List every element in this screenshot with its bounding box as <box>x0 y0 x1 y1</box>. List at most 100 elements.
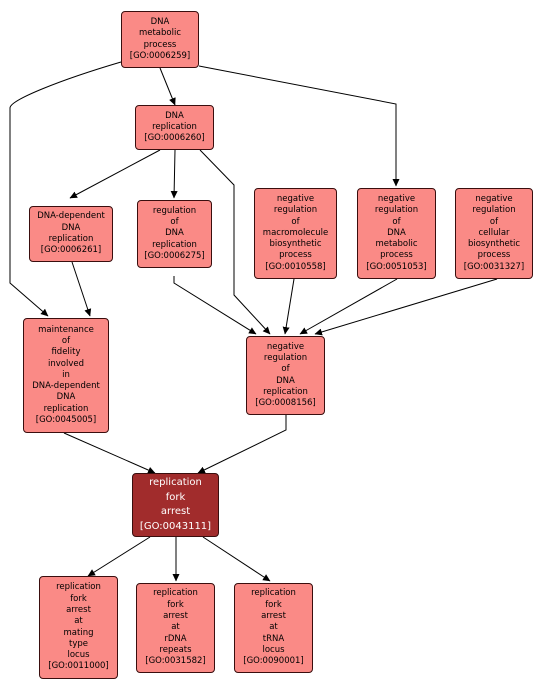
node-label-line: DNA <box>387 227 406 238</box>
edge-dna-metabolic-to-maintenance <box>9 61 122 317</box>
node-label-line: process <box>380 250 413 261</box>
node-label-line: process <box>143 39 177 50</box>
node-label-line: DNA <box>150 16 170 27</box>
node-label-line: of <box>392 216 401 227</box>
node-label-line: in <box>62 369 70 380</box>
node-label-line: [GO:0006261] <box>40 245 102 256</box>
node-label-line: replication <box>56 582 101 593</box>
node-label-line: macromolecule <box>262 227 329 238</box>
node-label-line: process <box>279 250 312 261</box>
node-label-line: at <box>171 622 180 633</box>
node-label-line: [GO:0010558] <box>265 261 326 272</box>
node-label-line: arrest <box>261 611 286 622</box>
node-label-line: of <box>170 217 179 228</box>
edge-cellular-to-neg-reg-replication <box>314 278 498 336</box>
node-label-line: [GO:0031327] <box>463 261 525 272</box>
node-label-line: negative <box>276 193 315 204</box>
node-label-line: regulation <box>374 205 419 216</box>
node-label-line: regulation <box>152 205 197 216</box>
node-label-line: DNA <box>61 222 81 233</box>
node-label-line: DNA <box>276 375 295 386</box>
node-label-line: replication <box>152 121 197 132</box>
node-label-line: DNA <box>165 228 184 239</box>
edge-maintenance-to-replication-fork-arrest <box>63 432 156 474</box>
node-label-line: negative <box>377 193 416 204</box>
node-label-line: locus <box>67 650 90 661</box>
node-label-line: DNA-dependent <box>32 381 100 392</box>
node-label-line: at <box>74 616 83 627</box>
node-label-line: [GO:0006275] <box>144 250 205 261</box>
edge-dna-metabolic-to-neg-reg-dna-metabolic <box>198 65 400 187</box>
node-label-line: [GO:0006260] <box>144 133 205 144</box>
edge-dna-replication-to-regulation <box>170 149 178 199</box>
edge-macromolecule-to-neg-reg-replication <box>282 278 295 335</box>
node-label-line: of <box>489 216 499 227</box>
node-label-line: [GO:0006259] <box>129 50 191 61</box>
edge-dna-replication-to-neg-reg-replication <box>199 149 271 335</box>
node-label-line: repeats <box>159 644 192 655</box>
node-label-line: rDNA <box>164 633 187 644</box>
node-label-line: metabolic <box>138 28 182 39</box>
node-label-line: metabolic <box>375 239 418 250</box>
node-label-line: DNA-dependent <box>37 211 105 222</box>
node-label-line: regulation <box>273 205 318 216</box>
node-label-line: replication <box>48 234 94 244</box>
node-label-line: DNA <box>56 392 76 403</box>
node-label-line: [GO:0051053] <box>366 261 427 272</box>
node-label-line: type <box>69 638 88 649</box>
node-label-line: [GO:0008156] <box>255 398 316 409</box>
node-label-line: biosynthetic <box>269 239 322 250</box>
node-label-line: DNA <box>165 110 184 121</box>
node-label-line: fork <box>70 593 87 604</box>
node-label-line: replication <box>43 403 89 414</box>
edge-neg-reg-dna-metabolic-to-neg-reg-replication <box>299 278 398 335</box>
edge-dna-replication-to-dna-dependent <box>69 149 161 199</box>
node-label-line: replication <box>263 386 308 397</box>
node-label-line: biosynthetic <box>467 239 521 250</box>
node-label-line: [GO:0045005] <box>35 415 97 426</box>
edge-replication-fork-arrest-to-mating-type <box>87 536 151 577</box>
node-label-line: mating <box>63 627 94 638</box>
node-label-line: fidelity <box>51 347 81 358</box>
node-label-line: replication <box>153 588 198 599</box>
node-label-line: arrest <box>160 506 191 517</box>
node-label-line: regulation <box>472 205 516 216</box>
edge-replication-fork-arrest-to-trna <box>202 536 271 582</box>
node-label-line: arrest <box>163 611 188 622</box>
node-label-line: of <box>291 216 300 227</box>
node-label-line: [GO:0043111] <box>139 520 212 532</box>
node-label-line: fork <box>265 599 282 610</box>
edge-neg-reg-replication-to-replication-fork-arrest <box>197 415 287 474</box>
node-label-line: tRNA <box>262 633 285 644</box>
node-label-line: process <box>477 250 511 261</box>
node-label-line: of <box>61 335 71 346</box>
node-label-line: maintenance <box>38 324 94 335</box>
node-label-line: cellular <box>478 227 510 238</box>
node-label-line: involved <box>48 358 84 369</box>
node-label-line: replication <box>251 588 296 599</box>
node-label-line: [GO:0031582] <box>145 656 206 667</box>
node-label-line: [GO:0090001] <box>243 656 304 667</box>
node-label-line: replication <box>149 477 202 488</box>
edge-dna-dependent-to-maintenance <box>71 261 92 317</box>
node-label-line: regulation <box>263 352 308 363</box>
node-label-line: of <box>281 364 290 375</box>
node-label-line: fork <box>167 599 184 610</box>
node-label-line: at <box>269 622 278 633</box>
node-label-line: [GO:0011000] <box>48 661 109 672</box>
